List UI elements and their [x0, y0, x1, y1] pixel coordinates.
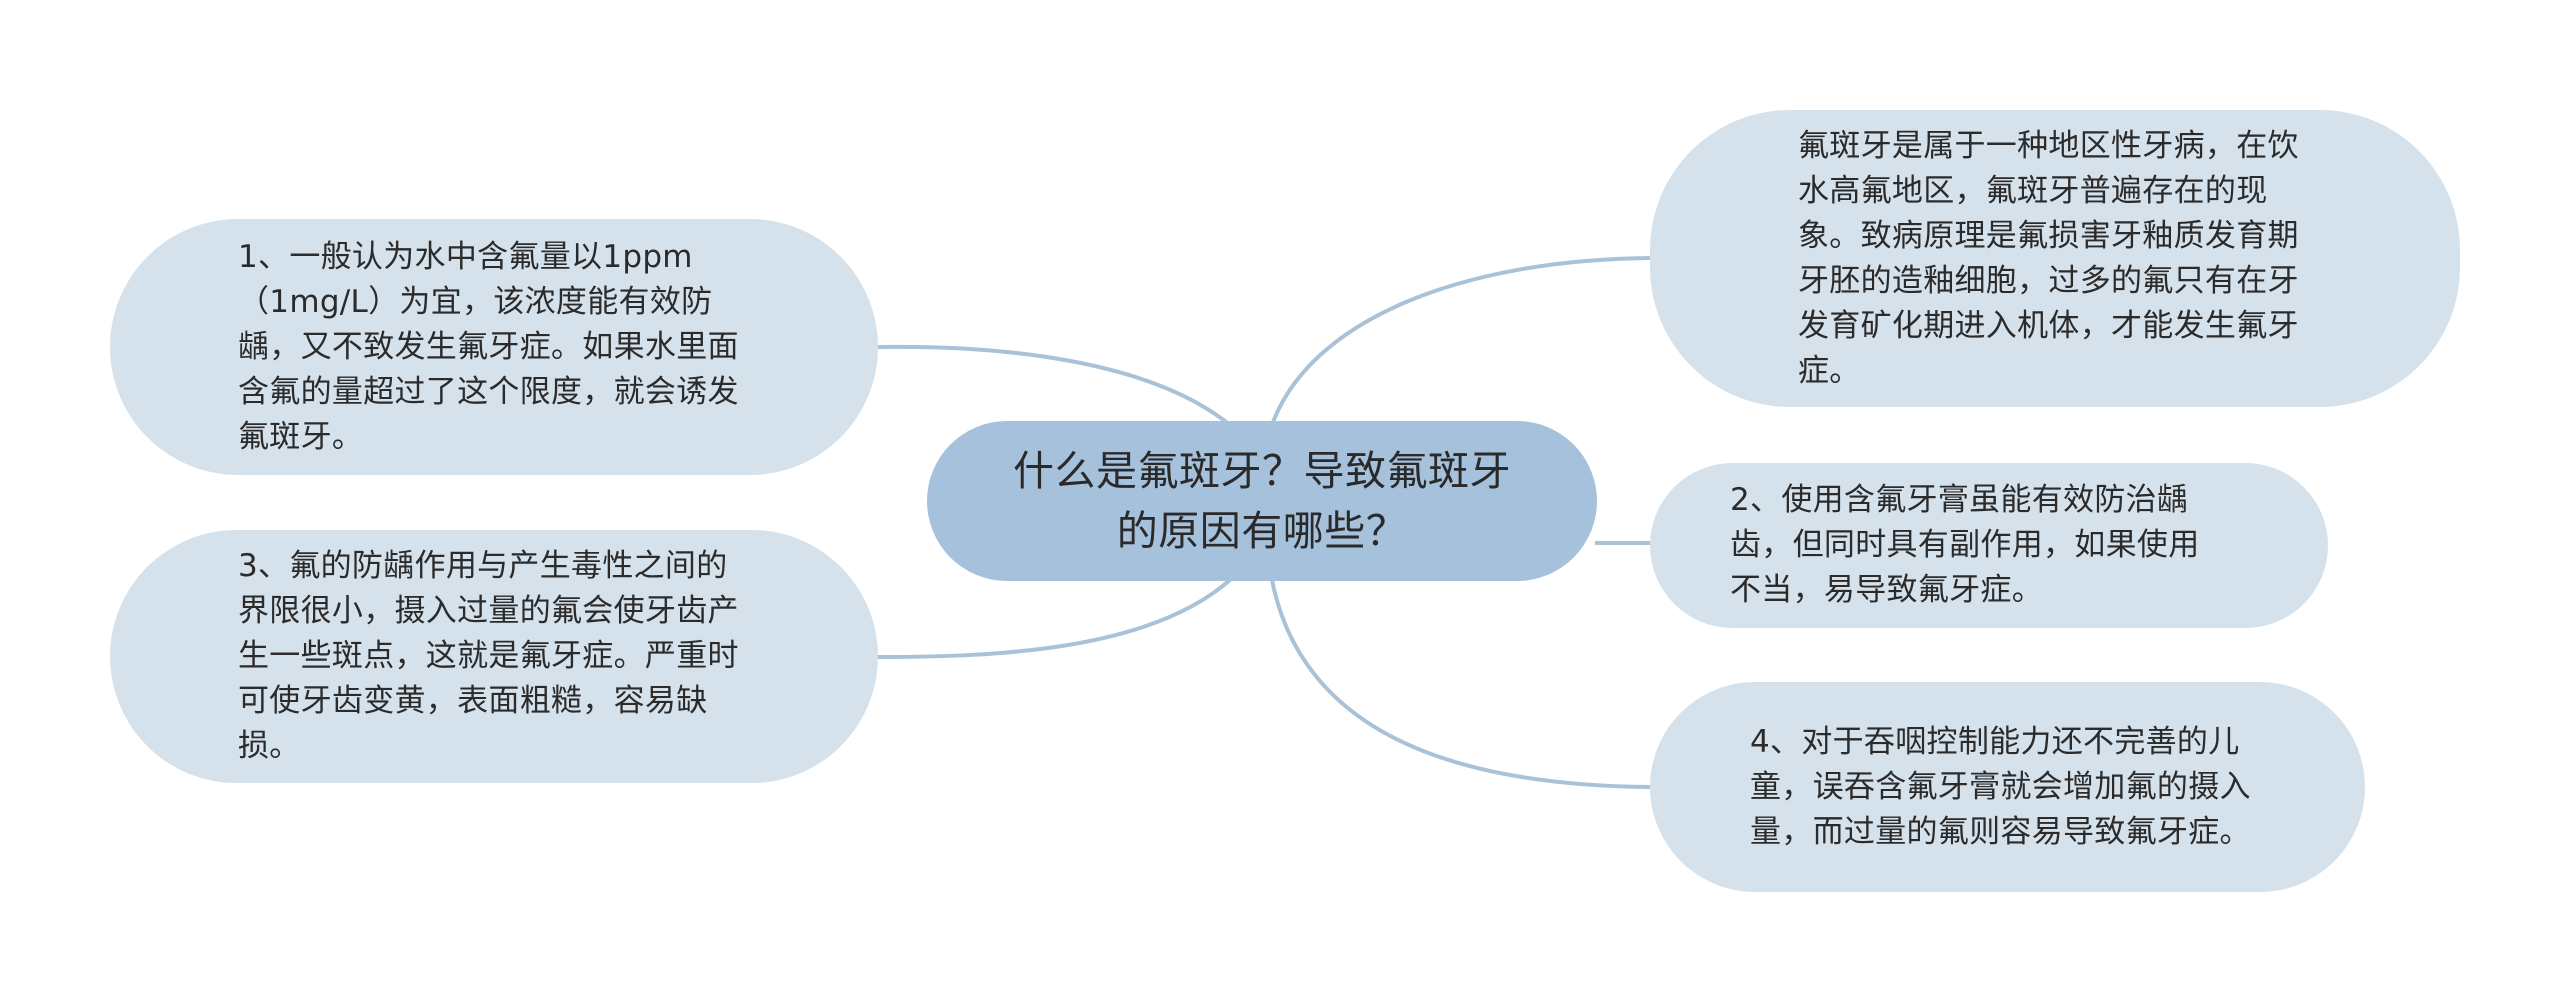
- branch-node-1-text: 1、一般认为水中含氟量以1ppm（1mg/L）为宜，该浓度能有效防龋，又不致发生…: [238, 238, 739, 455]
- connector-branch-fluorosis-definition: [1270, 256, 1651, 426]
- branch-node-fluorosis-definition-text: 氟斑牙是属于一种地区性牙病，在饮水高氟地区，氟斑牙普遍存在的现象。致病原理是氟损…: [1798, 127, 2299, 389]
- branch-node-3-text: 3、氟的防龋作用与产生毒性之间的界限很小，摄入过量的氟会使牙齿产生一些斑点，这就…: [238, 548, 739, 764]
- branch-node-4-text: 4、对于吞咽控制能力还不完善的儿童，误吞含氟牙膏就会增加氟的摄入量，而过量的氟则…: [1750, 723, 2251, 850]
- central-topic[interactable]: 什么是氟斑牙？导致氟斑牙的原因有哪些？: [927, 421, 1597, 581]
- connector-branch-3: [877, 578, 1232, 659]
- branch-node-2-text: 2、使用含氟牙膏虽能有效防治龋齿，但同时具有副作用，如果使用不当，易导致氟牙症。: [1730, 482, 2200, 608]
- branch-node-fluorosis-definition[interactable]: 氟斑牙是属于一种地区性牙病，在饮水高氟地区，氟斑牙普遍存在的现象。致病原理是氟损…: [1650, 110, 2460, 407]
- branch-node-4[interactable]: 4、对于吞咽控制能力还不完善的儿童，误吞含氟牙膏就会增加氟的摄入量，而过量的氟则…: [1650, 682, 2365, 892]
- branch-node-1[interactable]: 1、一般认为水中含氟量以1ppm（1mg/L）为宜，该浓度能有效防龋，又不致发生…: [110, 219, 878, 475]
- connector-branch-4: [1270, 579, 1651, 789]
- branch-node-2[interactable]: 2、使用含氟牙膏虽能有效防治龋齿，但同时具有副作用，如果使用不当，易导致氟牙症。: [1650, 463, 2328, 628]
- connector-branch-1: [877, 344, 1232, 427]
- central-topic-text: 什么是氟斑牙？导致氟斑牙的原因有哪些？: [1013, 447, 1511, 555]
- branch-node-3[interactable]: 3、氟的防龋作用与产生毒性之间的界限很小，摄入过量的氟会使牙齿产生一些斑点，这就…: [110, 530, 878, 783]
